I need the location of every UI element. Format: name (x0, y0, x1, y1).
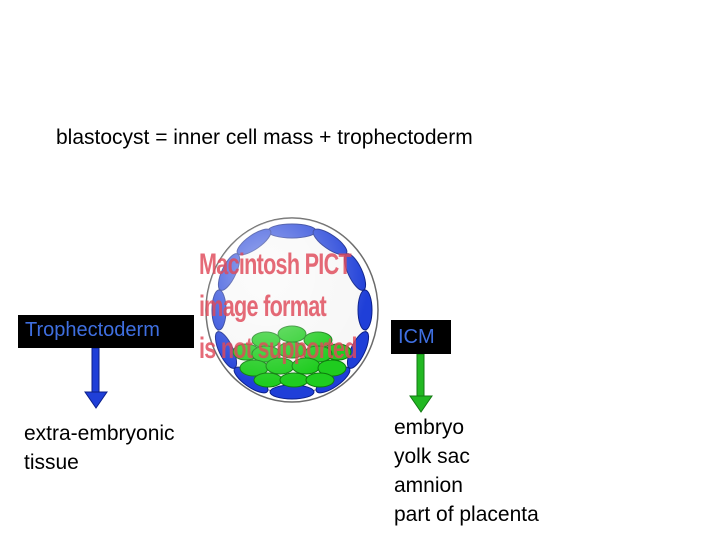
unsupported-image-placeholder: Macintosh PICT image format is not suppo… (199, 244, 357, 370)
placeholder-line-2: image format (199, 290, 327, 323)
icm-label: ICM (391, 320, 451, 354)
icm-derivatives: embryo yolk sac amnion part of placenta (394, 413, 539, 529)
placeholder-line-3: is not supported (199, 332, 357, 365)
derivative-item: tissue (24, 451, 79, 474)
derivative-item: yolk sac (394, 445, 470, 468)
derivative-item: part of placenta (394, 503, 539, 526)
derivative-item: amnion (394, 474, 463, 497)
blastocyst-heading: blastocyst = inner cell mass + trophecto… (56, 126, 473, 149)
trophectoderm-arrow (84, 348, 108, 409)
derivative-item: extra-embryonic (24, 422, 175, 445)
derivative-item: embryo (394, 416, 465, 439)
placeholder-line-1: Macintosh PICT (199, 248, 352, 281)
trophectoderm-derivatives: extra-embryonic tissue (24, 419, 175, 477)
icm-arrow (409, 354, 433, 413)
blastocyst-illustration (205, 217, 379, 403)
trophectoderm-label: Trophectoderm (18, 315, 194, 348)
